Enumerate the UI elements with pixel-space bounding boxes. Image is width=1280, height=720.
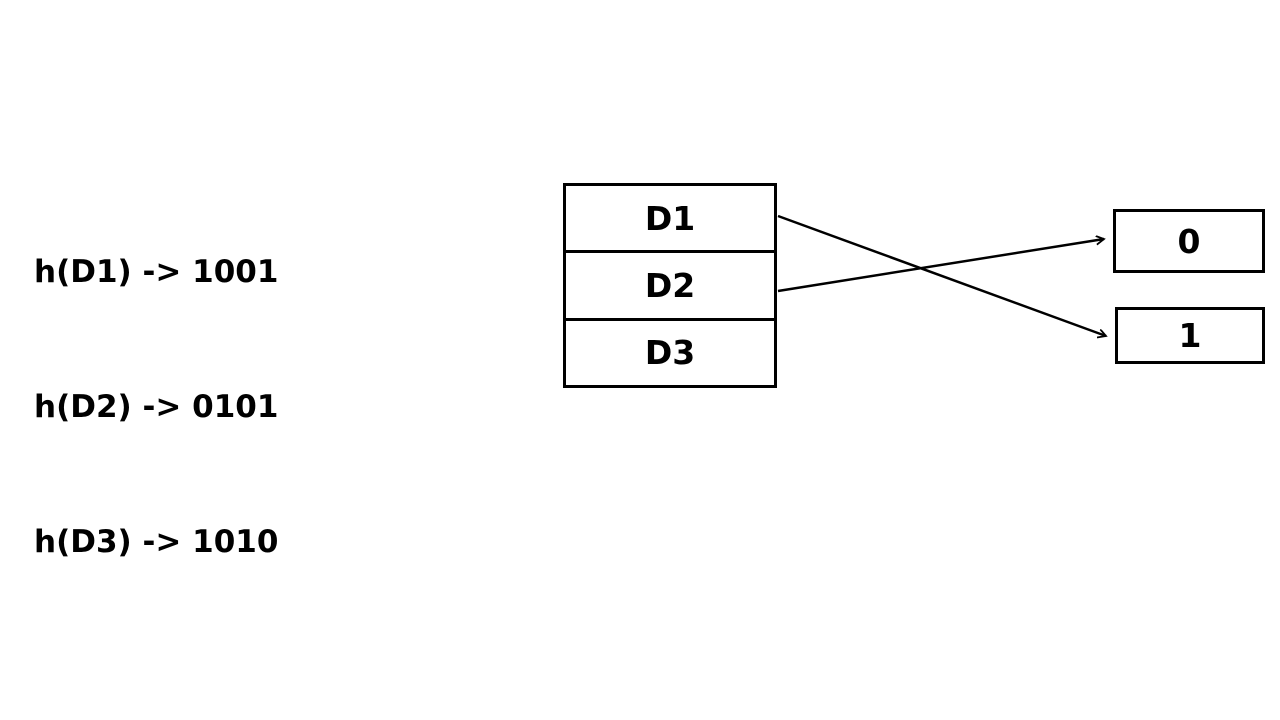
hash-line-d2: h(D2) -> 0101 (34, 389, 279, 425)
hash-line-d3: h(D3) -> 1010 (34, 524, 279, 560)
bucket-1-box: 1 (1115, 307, 1265, 364)
directory-cell-d2: D2 (566, 253, 774, 321)
hash-line-d1: h(D1) -> 1001 (34, 254, 279, 290)
bucket-0-box: 0 (1113, 209, 1265, 273)
directory-table: D1 D2 D3 (563, 183, 777, 388)
hash-function-list: h(D1) -> 1001 h(D2) -> 0101 h(D3) -> 101… (34, 160, 278, 655)
directory-cell-d1: D1 (566, 186, 774, 254)
directory-cell-d3: D3 (644, 333, 696, 373)
arrow-d1-to-bucket-1 (777, 214, 1106, 336)
arrow-d2-to-bucket-0 (777, 239, 1104, 293)
